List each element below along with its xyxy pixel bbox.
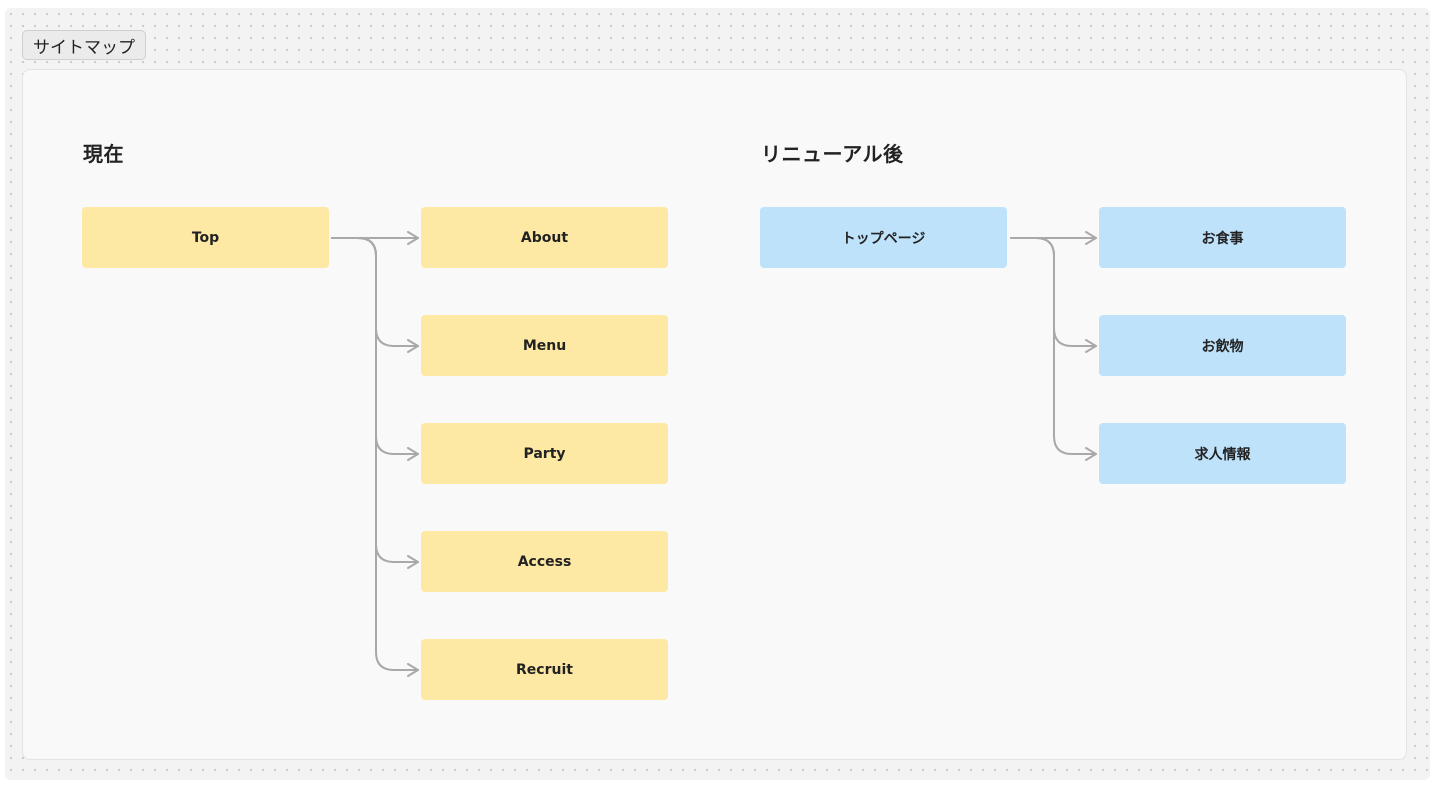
renewal-child-node[interactable]: お飲物 [1099, 315, 1346, 376]
renewal-child-node[interactable]: 求人情報 [1099, 423, 1346, 484]
renewal-child-node[interactable]: お食事 [1099, 207, 1346, 268]
current-child-node[interactable]: Menu [421, 315, 668, 376]
renewal-root-node[interactable]: トップページ [760, 207, 1007, 268]
current-title: 現在 [83, 142, 124, 166]
current-child-node[interactable]: About [421, 207, 668, 268]
current-child-node[interactable]: Recruit [421, 639, 668, 700]
sitemap-frame [22, 69, 1407, 760]
current-child-node[interactable]: Access [421, 531, 668, 592]
current-root-node[interactable]: Top [82, 207, 329, 268]
renewal-title: リニューアル後 [761, 142, 904, 166]
section-label[interactable]: サイトマップ [22, 30, 146, 60]
current-child-node[interactable]: Party [421, 423, 668, 484]
